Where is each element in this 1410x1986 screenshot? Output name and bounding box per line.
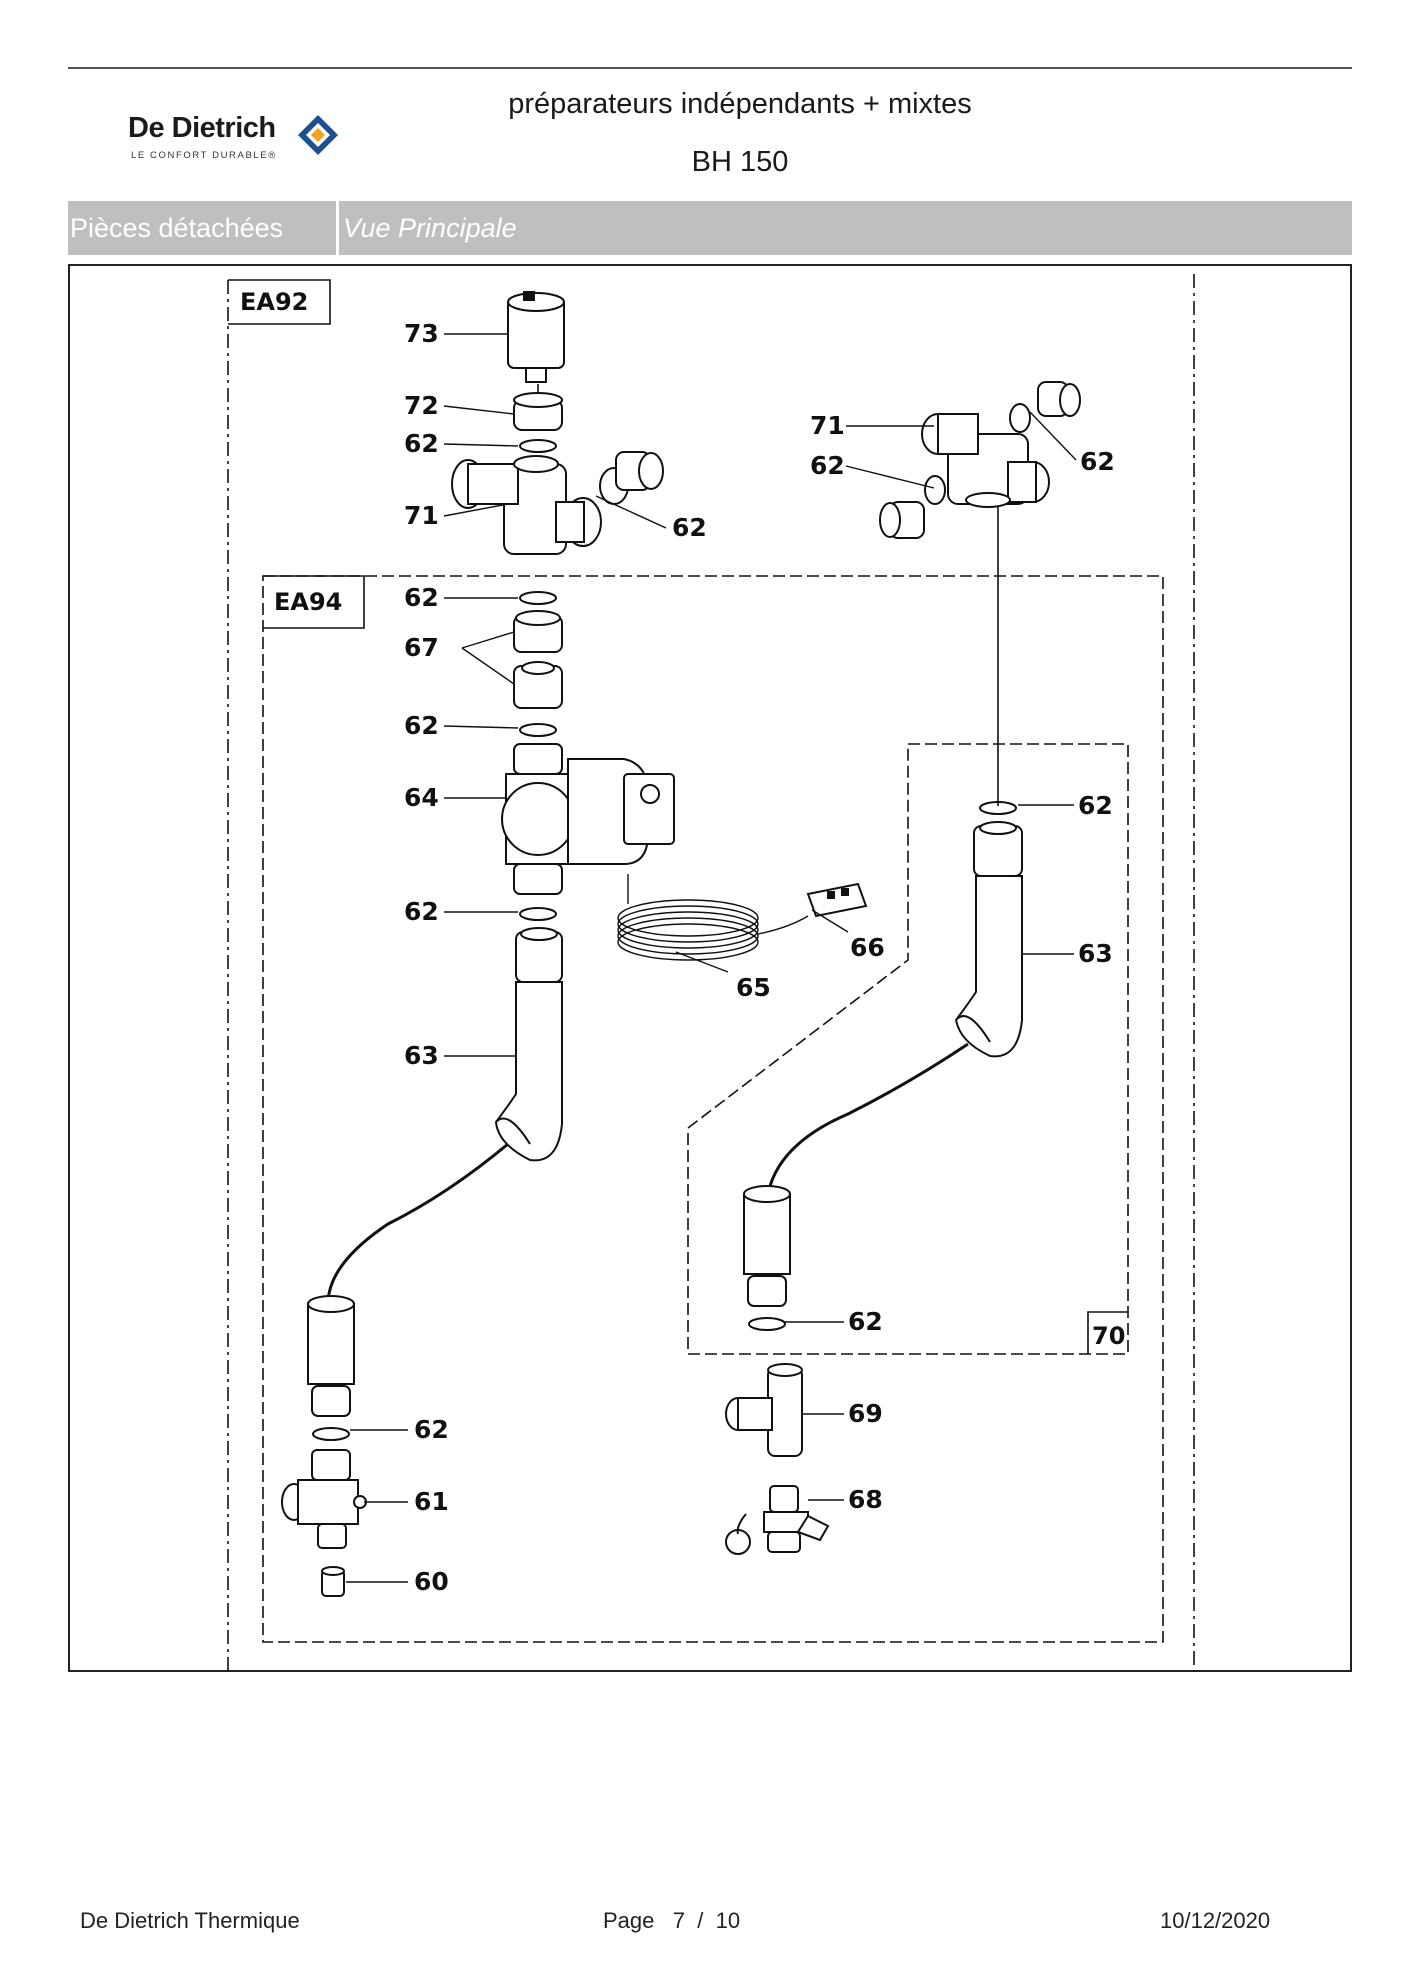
callout-71: 71 [404, 501, 439, 530]
band-separator [336, 201, 339, 255]
callout-62: 62 [672, 513, 707, 542]
callout-66: 66 [850, 933, 885, 962]
callout-67: 67 [404, 633, 439, 662]
diagram-frame [68, 264, 1352, 1672]
footer-company: De Dietrich Thermique [80, 1908, 300, 1933]
part-73-air-vent [507, 291, 565, 383]
callout-64: 64 [404, 783, 439, 812]
callout-62: 62 [848, 1307, 883, 1336]
callout-71: 71 [810, 411, 845, 440]
part-72-nut [513, 392, 563, 431]
callout-65: 65 [736, 973, 771, 1002]
group-label-ea94: EA94 [274, 588, 342, 616]
part-63-hose-right [743, 821, 1023, 1307]
seal-62 [519, 591, 557, 605]
footer-date: 10/12/2020 [1160, 1908, 1271, 1933]
seal-62 [519, 439, 557, 453]
callout-62: 62 [404, 711, 439, 740]
brand-logo: De Dietrich LE CONFORT DURABLE® [128, 112, 368, 172]
brand-name: De Dietrich [128, 112, 276, 144]
seal-62 [312, 1427, 350, 1441]
callout-63: 63 [404, 1041, 439, 1070]
seal-62 [748, 1317, 786, 1331]
document-model: BH 150 [691, 146, 789, 178]
part-71-tee-left [451, 455, 602, 555]
part-71-cross-right [921, 413, 1050, 508]
page-separator: / [697, 1908, 704, 1933]
group-label-ea92: EA92 [240, 288, 308, 316]
callout-62: 62 [404, 429, 439, 458]
part-68-drain-valve [725, 1485, 830, 1555]
callout-63: 63 [1078, 939, 1113, 968]
part-69-tee [725, 1363, 803, 1457]
seal-62 [519, 723, 557, 737]
view-label: Vue Principale [343, 213, 517, 243]
callout-62: 62 [1080, 447, 1115, 476]
document-title: préparateurs indépendants + mixtes [508, 88, 972, 120]
callout-61: 61 [414, 1487, 449, 1516]
group-label-70: 70 [1092, 1322, 1125, 1350]
callout-60: 60 [414, 1567, 449, 1596]
top-rule [68, 67, 1352, 69]
part-61-valve [281, 1449, 367, 1549]
page-label: Page [603, 1908, 655, 1933]
callout-68: 68 [848, 1485, 883, 1514]
part-66-connector [806, 882, 868, 918]
callout-72: 72 [404, 391, 439, 420]
seal-62 [979, 801, 1017, 815]
part-63-hose-left [307, 927, 563, 1417]
footer-pagination: Page 7 / 10 [603, 1908, 740, 1934]
callout-62: 62 [810, 451, 845, 480]
callout-62: 62 [404, 897, 439, 926]
ea94-group-outline [262, 575, 1164, 1643]
page-total: 10 [715, 1908, 741, 1933]
exploded-parts-diagram: EA92 EA94 70 73 72 62 71 62 71 62 62 62 … [227, 274, 1195, 1672]
part-65-cable [617, 874, 809, 961]
kit70-group-outline [687, 743, 1129, 1355]
page-current: 7 [672, 1908, 685, 1933]
part-60-plug [321, 1566, 345, 1597]
callout-73: 73 [404, 319, 439, 348]
section-band: Pièces détachées Vue Principale [68, 201, 1352, 255]
brand-tagline: LE CONFORT DURABLE® [131, 150, 277, 161]
nut-71-left [615, 451, 664, 491]
callout-62: 62 [404, 583, 439, 612]
part-67-unions [513, 610, 563, 709]
part-64-pump [501, 743, 675, 895]
seal-62 [519, 907, 557, 921]
callout-62: 62 [1078, 791, 1113, 820]
callout-62: 62 [414, 1415, 449, 1444]
section-label: Pièces détachées [70, 213, 284, 243]
callout-69: 69 [848, 1399, 883, 1428]
brand-diamond-icon [298, 115, 338, 155]
